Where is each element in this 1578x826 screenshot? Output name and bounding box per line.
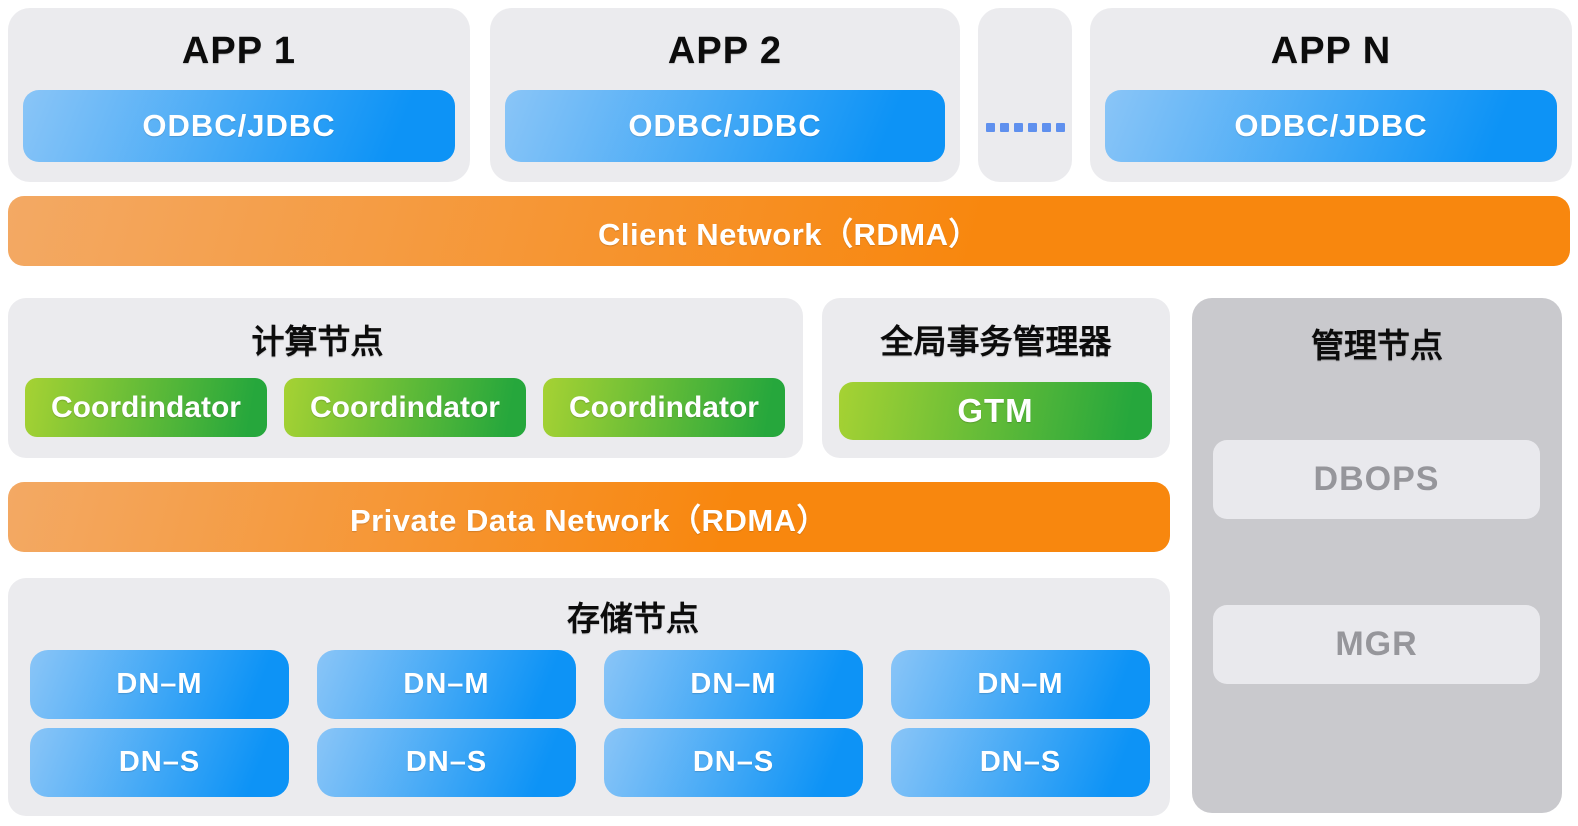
dn-master-badge: DN–M — [604, 650, 863, 719]
management-node-section: 管理节点 DBOPS MGR — [1192, 298, 1562, 813]
app-ellipsis-box — [978, 8, 1072, 182]
app-box-1: APP 1 ODBC/JDBC — [8, 8, 470, 182]
odbc-jdbc-badge: ODBC/JDBC — [23, 90, 455, 162]
gtm-badge: GTM — [839, 382, 1152, 440]
dot — [1013, 123, 1023, 132]
dn-standby-badge: DN–S — [317, 728, 576, 797]
dn-master-badge: DN–M — [891, 650, 1150, 719]
dot — [1041, 123, 1051, 132]
app-box-n: APP N ODBC/JDBC — [1090, 8, 1572, 182]
datanode-grid: DN–M DN–M DN–M DN–M DN–S DN–S DN–S DN–S — [30, 650, 1150, 797]
odbc-jdbc-badge: ODBC/JDBC — [505, 90, 945, 162]
app-title: APP 1 — [181, 30, 297, 72]
mgr-badge: MGR — [1213, 605, 1540, 684]
odbc-jdbc-badge: ODBC/JDBC — [1105, 90, 1557, 162]
management-node-title: 管理节点 — [1311, 327, 1443, 364]
dot — [999, 123, 1009, 132]
dn-standby-badge: DN–S — [30, 728, 289, 797]
dn-standby-badge: DN–S — [891, 728, 1150, 797]
dot — [1027, 123, 1037, 132]
dot — [985, 123, 995, 132]
compute-node-title: 计算节点 — [251, 323, 384, 360]
coordinator-badge: Coordindator — [284, 378, 526, 437]
storage-node-section: 存储节点 DN–M DN–M DN–M DN–M DN–S DN–S DN–S … — [8, 578, 1170, 816]
dn-standby-badge: DN–S — [604, 728, 863, 797]
dn-master-badge: DN–M — [30, 650, 289, 719]
app-title: APP N — [1270, 30, 1392, 72]
app-box-2: APP 2 ODBC/JDBC — [490, 8, 960, 182]
private-data-network-bar: Private Data Network（RDMA） — [8, 482, 1170, 552]
gtm-section-title: 全局事务管理器 — [880, 323, 1112, 360]
dbops-badge: DBOPS — [1213, 440, 1540, 519]
dot — [1055, 123, 1065, 132]
dn-master-badge: DN–M — [317, 650, 576, 719]
gtm-section: 全局事务管理器 GTM — [822, 298, 1170, 458]
coordinator-badge: Coordindator — [25, 378, 267, 437]
ellipsis-dots-icon — [978, 123, 1072, 132]
app-title: APP 2 — [667, 30, 783, 72]
client-network-bar: Client Network（RDMA） — [8, 196, 1570, 266]
coordinator-badge: Coordindator — [543, 378, 785, 437]
compute-node-section: 计算节点 Coordindator Coordindator Coordinda… — [8, 298, 803, 458]
coordinator-row: Coordindator Coordindator Coordindator — [25, 378, 785, 437]
storage-node-title: 存储节点 — [567, 600, 699, 637]
